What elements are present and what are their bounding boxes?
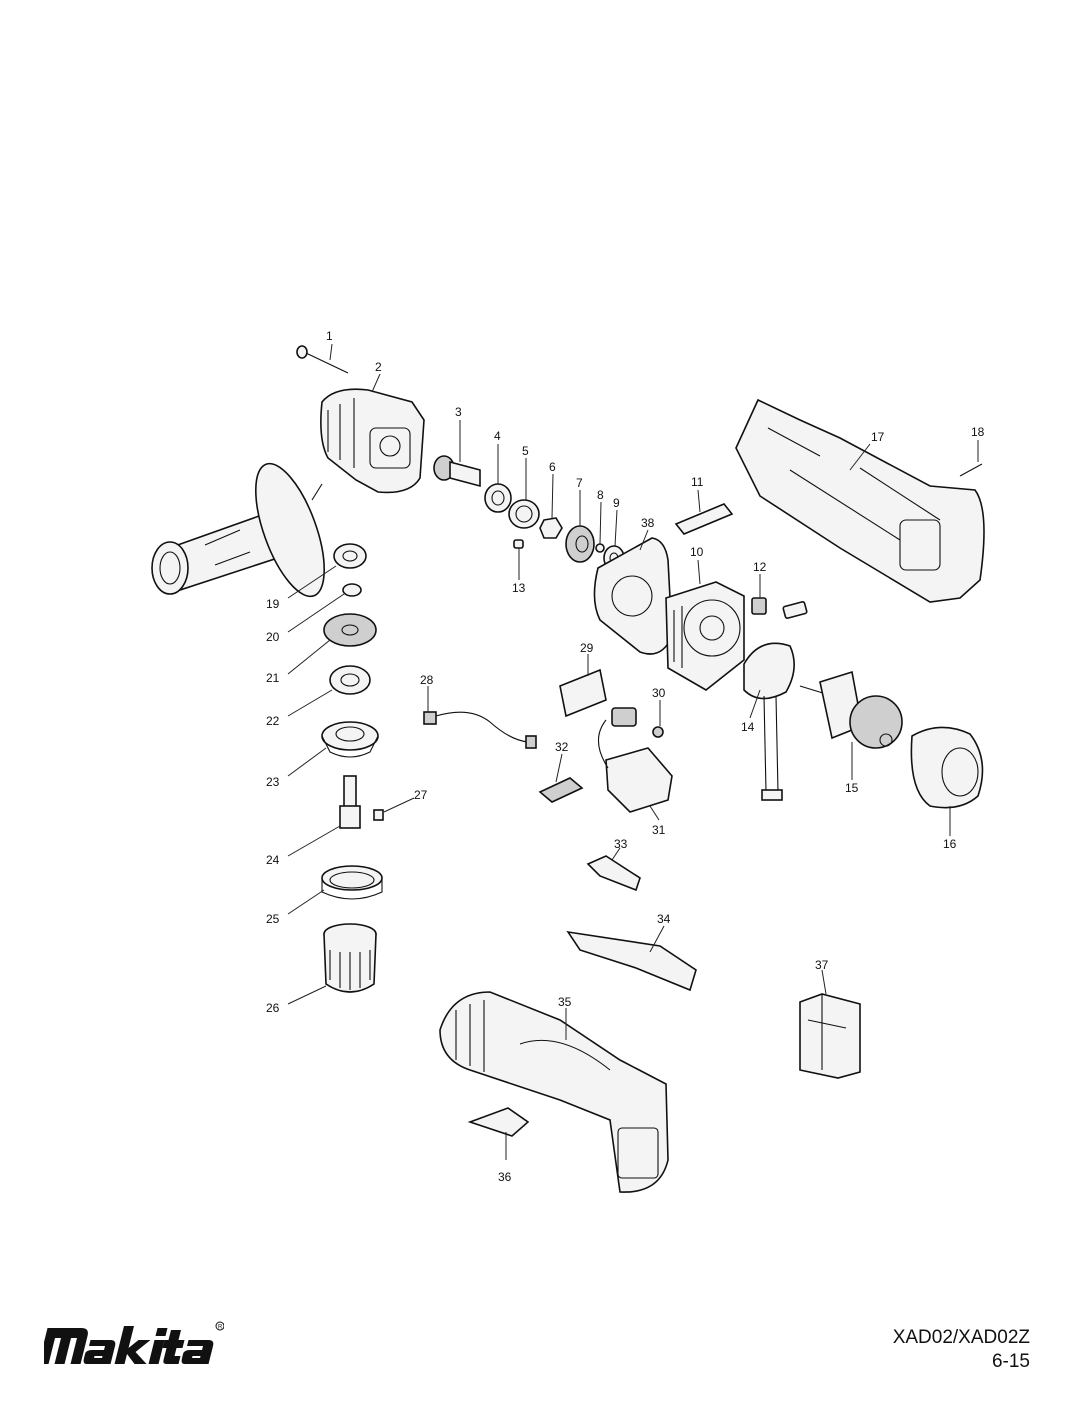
callout-22: 22 [266, 714, 280, 728]
callout-5: 5 [522, 444, 529, 458]
part-11-label [674, 503, 734, 535]
callout-4: 4 [494, 429, 501, 443]
callout-21: 21 [266, 671, 280, 685]
leader-lines [287, 343, 979, 1160]
callout-18: 18 [971, 425, 985, 439]
part-12-block [751, 597, 808, 619]
callout-30: 30 [652, 686, 666, 700]
part-7-gear [565, 525, 595, 563]
callout-36: 36 [498, 1170, 512, 1184]
part-17-housing-half [735, 398, 985, 603]
part-13-key [513, 539, 524, 549]
part-30-screw [652, 726, 664, 738]
part-27-key [373, 809, 384, 821]
model-info: XAD02/XAD02Z 6-15 [893, 1326, 1030, 1374]
part-34-bracket [566, 930, 697, 992]
part-16-cover [910, 726, 984, 809]
callout-14: 14 [741, 720, 755, 734]
callout-31: 31 [652, 823, 666, 837]
callout-20: 20 [266, 630, 280, 644]
callout-10: 10 [690, 545, 704, 559]
part-25-ring [321, 865, 383, 900]
callout-26: 26 [266, 1001, 280, 1015]
part-8-retaining-ring [595, 543, 605, 553]
model-number: XAD02/XAD02Z [892, 1327, 1030, 1348]
callout-6: 6 [549, 460, 556, 474]
part-18-screw [959, 463, 983, 477]
callout-2: 2 [375, 360, 382, 374]
part-28-wire [423, 711, 537, 749]
callout-labels: 1 2 3 4 5 6 7 8 9 10 11 12 13 14 15 16 1… [266, 329, 985, 1184]
callout-35: 35 [558, 995, 572, 1009]
callout-17: 17 [871, 430, 885, 444]
part-20-ring [342, 583, 362, 597]
part-22-bearing [329, 665, 371, 695]
callout-8: 8 [597, 488, 604, 502]
callout-32: 32 [555, 740, 569, 754]
callout-23: 23 [266, 775, 280, 789]
part-36-label [467, 1107, 530, 1137]
callout-33: 33 [614, 837, 628, 851]
callout-9: 9 [613, 496, 620, 510]
callout-38: 38 [641, 516, 655, 530]
part-side-handle [151, 462, 326, 598]
callout-28: 28 [420, 673, 434, 687]
svg-text:R: R [218, 1325, 223, 1331]
callout-27: 27 [414, 788, 428, 802]
callout-11: 11 [691, 475, 704, 489]
page-number: 6-15 [991, 1351, 1030, 1372]
part-31-switch [597, 707, 673, 813]
part-4-bearing [484, 483, 512, 513]
part-32-lever [538, 777, 584, 803]
callout-3: 3 [455, 405, 462, 419]
part-10-motor-housing [665, 581, 745, 691]
part-14-plate [743, 642, 795, 801]
part-3-spindle [433, 455, 481, 488]
part-5-ring [508, 499, 540, 529]
part-29-board [559, 668, 607, 718]
part-24-shaft [339, 775, 361, 829]
callout-13: 13 [512, 581, 526, 595]
callout-15: 15 [845, 781, 859, 795]
part-19-bearing [333, 543, 367, 569]
callout-7: 7 [576, 476, 583, 490]
part-23-cup [321, 721, 379, 758]
part-1-screw [296, 345, 349, 374]
part-33-bracket [586, 855, 641, 892]
callout-25: 25 [266, 912, 280, 926]
part-2-gear-housing [320, 388, 425, 494]
callout-24: 24 [266, 853, 280, 867]
part-35-housing [439, 991, 669, 1193]
callout-37: 37 [815, 958, 829, 972]
part-6-nut [539, 517, 563, 539]
part-37-terminal [799, 993, 861, 1079]
callout-12: 12 [753, 560, 767, 574]
part-15-armature [799, 670, 903, 749]
part-drawings [151, 345, 985, 1193]
callout-16: 16 [943, 837, 957, 851]
callout-19: 19 [266, 597, 280, 611]
part-26-chuck [323, 923, 377, 993]
callout-29: 29 [580, 641, 594, 655]
makita-logo: R [44, 1321, 224, 1364]
part-38-gasket [593, 537, 673, 655]
callout-34: 34 [657, 912, 671, 926]
part-21-bevel-gear [323, 613, 377, 647]
callout-1: 1 [326, 329, 333, 343]
